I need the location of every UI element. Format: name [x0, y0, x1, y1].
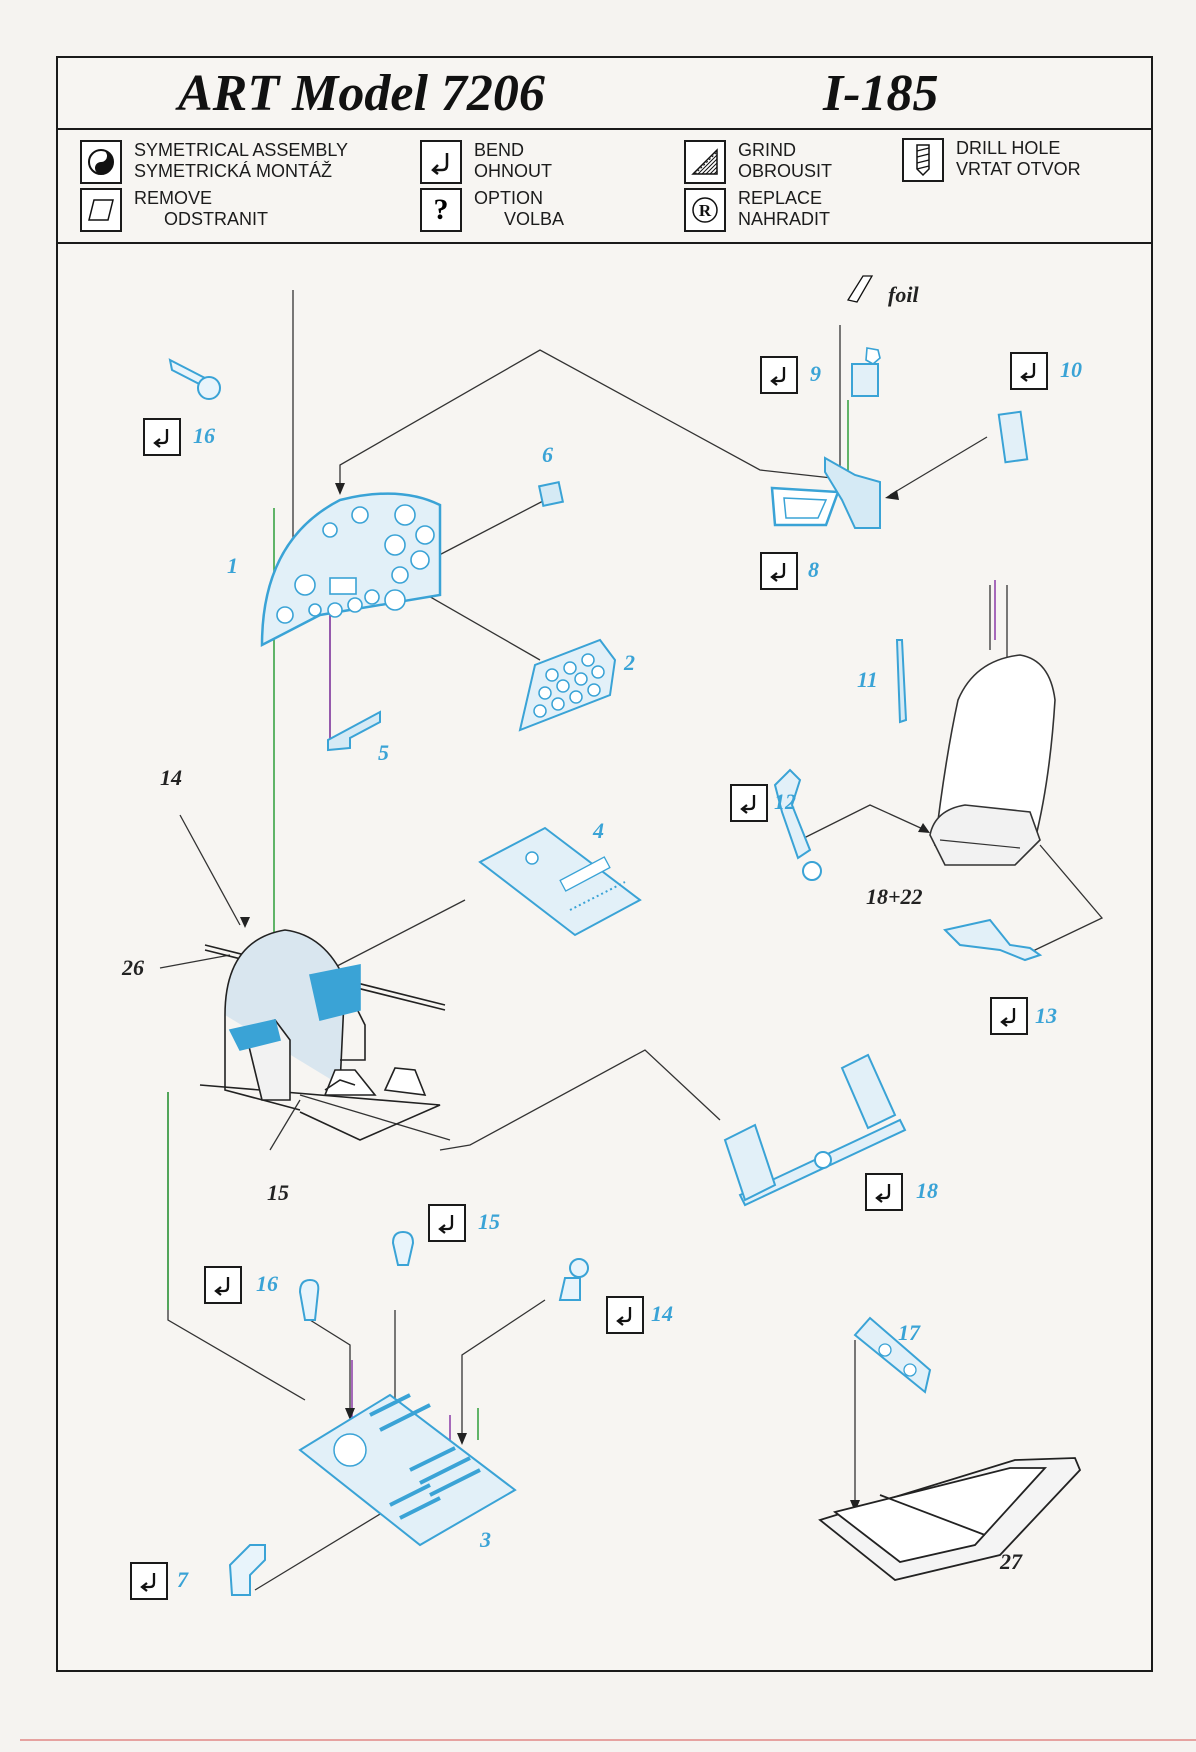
- legend-label-cz: NAHRADIT: [738, 209, 831, 229]
- legend-label: OPTION: [474, 188, 544, 208]
- part-2-gauge-plate: [518, 638, 617, 732]
- part-number-18-22: 18+22: [866, 884, 923, 909]
- bend-icon: [204, 1266, 242, 1304]
- part-27-tray: [818, 1457, 1082, 1581]
- part-1-instrument-panel: [260, 492, 442, 648]
- bend-icon: [130, 1562, 168, 1600]
- legend-label: REMOVE: [134, 188, 213, 208]
- part-number-15: 15: [267, 1180, 289, 1205]
- page-edge-line: [20, 1739, 1196, 1741]
- part-8-bracket: [770, 456, 881, 529]
- legend-label: GRIND: [738, 140, 796, 160]
- part-5: [327, 710, 381, 752]
- drill-icon: [902, 138, 944, 182]
- part-number-10: 10: [1060, 357, 1082, 382]
- kit-title: ART Model 7206: [178, 65, 545, 122]
- legend-label: SYMETRICAL ASSEMBLY: [134, 140, 349, 160]
- part-number-16b: 16: [256, 1271, 278, 1296]
- part-17: [853, 1316, 932, 1394]
- part-16-lever: [168, 358, 221, 400]
- bend-icon: [865, 1173, 903, 1211]
- question-icon: ?: [420, 188, 462, 232]
- bend-icon: [606, 1296, 644, 1334]
- part-number-13: 13: [1035, 1003, 1057, 1028]
- part-number-6: 6: [542, 442, 553, 467]
- yin-yang-icon: [80, 140, 122, 184]
- bend-icon: [143, 418, 181, 456]
- small-levers: [298, 1230, 589, 1321]
- part-7: [228, 1544, 266, 1596]
- bend-icon: [760, 356, 798, 394]
- part-number-4: 4: [593, 818, 604, 843]
- part-10: [997, 410, 1029, 464]
- legend-label: DRILL HOLE: [956, 138, 1061, 158]
- part-number-5: 5: [378, 740, 389, 765]
- part-number-18: 18: [916, 1178, 938, 1203]
- legend-label-cz: VRTAT OTVOR: [956, 159, 1081, 179]
- part-18-rudder-pedals: [723, 1053, 907, 1207]
- legend-label-cz: VOLBA: [504, 209, 565, 229]
- part-11-strap: [895, 639, 908, 724]
- part-13-harness: [943, 918, 1043, 962]
- bend-icon: [420, 140, 462, 184]
- part-number-26: 26: [122, 955, 144, 980]
- legend-label-cz: SYMETRICKÁ MONTÁŽ: [134, 161, 333, 181]
- bend-icon: [730, 784, 768, 822]
- part-number-7: 7: [177, 1567, 188, 1592]
- part-number-14b: 14: [651, 1301, 673, 1326]
- bend-icon: [760, 552, 798, 590]
- part-number-14: 14: [160, 765, 182, 790]
- bend-icon: [1010, 352, 1048, 390]
- legend-label: BEND: [474, 140, 525, 160]
- legend-label-cz: ODSTRANIT: [164, 209, 269, 229]
- cockpit-assembly: [199, 929, 446, 1141]
- part-number-2: 2: [624, 650, 635, 675]
- part-18-22-seat: [929, 654, 1056, 866]
- foil-label: foil: [888, 282, 919, 307]
- svg-text:R: R: [699, 201, 712, 220]
- part-number-8: 8: [808, 557, 819, 582]
- part-number-17: 17: [898, 1320, 920, 1345]
- legend-label-cz: OBROUSIT: [738, 161, 833, 181]
- part-number-1: 1: [227, 553, 238, 578]
- bend-icon: [990, 997, 1028, 1035]
- part-number-27: 27: [1000, 1549, 1022, 1574]
- part-number-11: 11: [857, 667, 878, 692]
- legend-label-cz: OHNOUT: [474, 161, 552, 181]
- bend-icon: [428, 1204, 466, 1242]
- part-3-console-plate: [298, 1393, 517, 1547]
- legend-label: REPLACE: [738, 188, 823, 208]
- aircraft-title: I-185: [823, 65, 939, 122]
- remove-icon: [80, 188, 122, 232]
- part-12-harness: [773, 768, 822, 881]
- part-4-console-plate: [478, 826, 642, 937]
- part-6: [537, 480, 565, 508]
- part-9: [851, 347, 881, 397]
- title-bar: ART Model 7206 I-185: [58, 58, 1151, 130]
- part-number-9: 9: [810, 361, 821, 386]
- part-number-15b: 15: [478, 1209, 500, 1234]
- foil-piece: [846, 275, 874, 303]
- part-number-3: 3: [480, 1527, 491, 1552]
- replace-icon: R: [684, 188, 726, 232]
- part-number-16: 16: [193, 423, 215, 448]
- grind-icon: [684, 140, 726, 184]
- part-number-12: 12: [774, 789, 796, 814]
